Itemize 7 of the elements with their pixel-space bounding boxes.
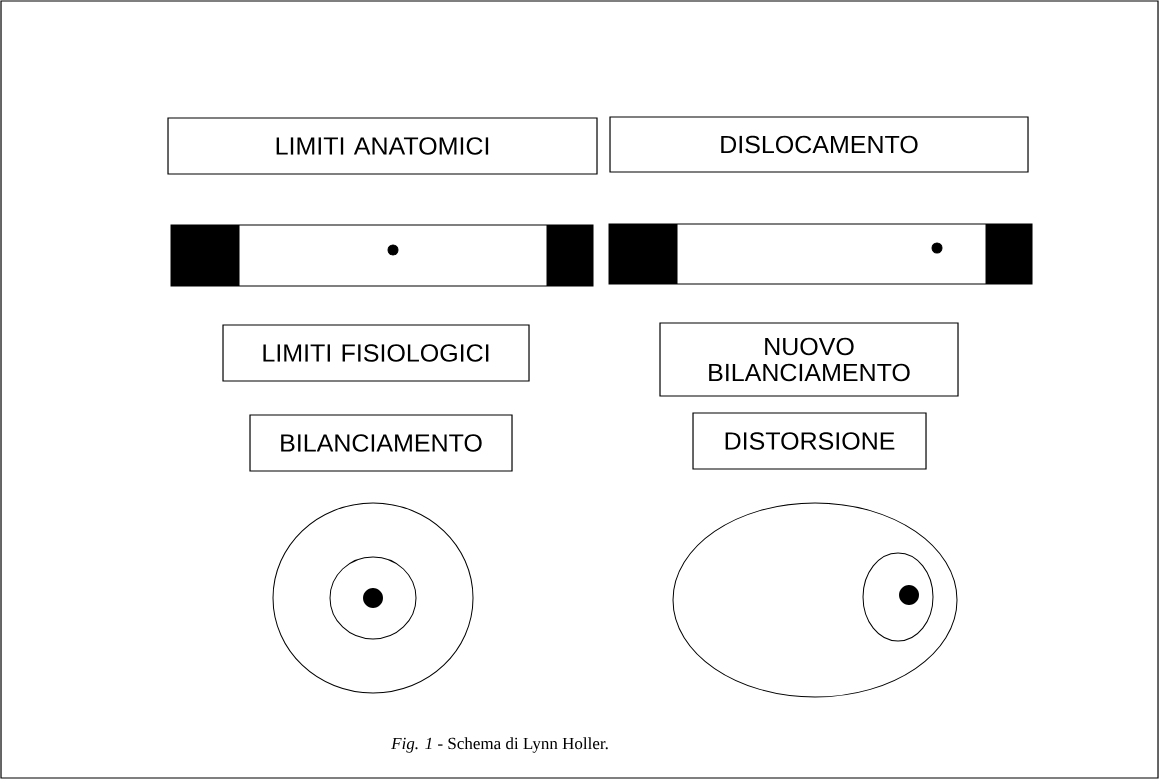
label-box: DISTORSIONE — [692, 412, 927, 470]
label-box: NUOVO BILANCIAMENTO — [659, 322, 959, 397]
label-box: DISLOCAMENTO — [609, 116, 1029, 173]
label-box: LIMITI ANATOMICI — [167, 117, 598, 175]
label-box: BILANCIAMENTO — [249, 414, 513, 472]
label-box: LIMITI FISIOLOGICI — [222, 324, 530, 382]
caption: Fig. 1 - Schema di Lynn Holler. — [391, 737, 608, 753]
